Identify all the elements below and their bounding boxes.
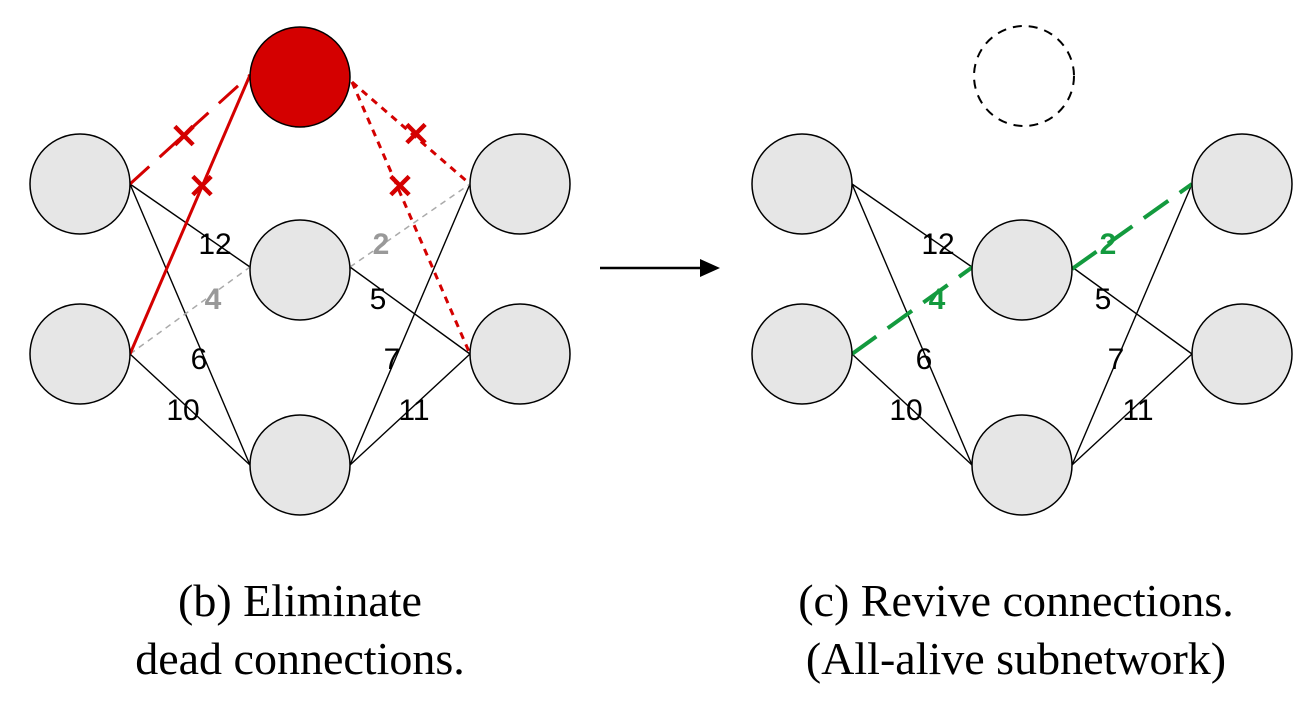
node-bottom bbox=[249, 414, 351, 516]
node-bottom bbox=[971, 414, 1073, 516]
weight-label-2-removed: 2 bbox=[373, 228, 390, 261]
edge-b-r2-bot bbox=[349, 353, 471, 466]
node-left-top bbox=[29, 133, 131, 235]
edge-b-l1-dead bbox=[128, 73, 252, 186]
cross-icon: ✕ bbox=[386, 168, 415, 206]
edge-c-m-r2 bbox=[1071, 266, 1193, 355]
caption-panel-c: (c) Revive connections. (All-alive subne… bbox=[726, 572, 1306, 688]
edge-c-l1-m bbox=[851, 183, 973, 268]
weight-label-7: 7 bbox=[1108, 343, 1125, 376]
transition-arrow bbox=[600, 259, 720, 277]
node-left-top bbox=[751, 133, 853, 235]
cross-icon: ✕ bbox=[188, 168, 217, 206]
node-right-bottom bbox=[1191, 303, 1293, 405]
node-left-bottom bbox=[29, 303, 131, 405]
caption-b-line2: dead connections. bbox=[135, 633, 465, 684]
caption-c-line2: (All-alive subnetwork) bbox=[805, 633, 1227, 684]
edge-c-r1-bot bbox=[1071, 183, 1193, 466]
weight-label-12: 12 bbox=[198, 228, 231, 261]
cross-icon: ✕ bbox=[402, 116, 431, 154]
panel-c: 12 2 5 4 6 7 10 11 bbox=[751, 25, 1293, 516]
weight-label-7: 7 bbox=[384, 343, 401, 376]
caption-panel-b: (b) Eliminate dead connections. bbox=[50, 572, 550, 688]
edge-c-l2-m-revived bbox=[850, 264, 976, 356]
dead-node bbox=[249, 26, 351, 128]
weight-label-11: 11 bbox=[1122, 394, 1153, 427]
removed-node-outline bbox=[973, 25, 1075, 127]
panel-b: ✕ ✕ ✕ ✕ 12 2 5 4 6 7 10 11 bbox=[29, 26, 571, 516]
weight-label-4-removed: 4 bbox=[205, 283, 222, 316]
weight-label-10: 10 bbox=[889, 394, 922, 427]
node-right-bottom bbox=[469, 303, 571, 405]
node-left-bottom bbox=[751, 303, 853, 405]
node-middle bbox=[249, 219, 351, 321]
edge-b-m-r1-removed bbox=[349, 183, 471, 268]
node-right-top bbox=[1191, 133, 1293, 235]
cross-icon: ✕ bbox=[170, 118, 199, 156]
weight-label-6: 6 bbox=[191, 343, 208, 376]
caption-c-line1: (c) Revive connections. bbox=[798, 575, 1234, 626]
weight-label-4-revived: 4 bbox=[929, 283, 946, 316]
edge-c-l1-bot bbox=[851, 183, 973, 466]
edge-b-r1-bot bbox=[349, 183, 471, 466]
edge-c-m-r1-revived bbox=[1070, 182, 1194, 271]
edge-b-l2-bot bbox=[129, 353, 251, 466]
diagram-svg: ✕ ✕ ✕ ✕ 12 2 5 4 6 7 10 11 bbox=[29, 25, 1293, 516]
node-middle bbox=[971, 219, 1073, 321]
edge-b-l2-m-removed bbox=[129, 266, 251, 355]
edge-b-m-r2 bbox=[349, 266, 471, 355]
weight-label-2-revived: 2 bbox=[1100, 228, 1117, 261]
weight-label-5: 5 bbox=[1095, 283, 1112, 316]
edge-b-l2-dead bbox=[128, 74, 252, 355]
edge-c-l2-bot bbox=[851, 353, 973, 466]
weight-label-5: 5 bbox=[370, 283, 387, 316]
node-right-top bbox=[469, 133, 571, 235]
edge-c-r2-bot bbox=[1071, 353, 1193, 466]
weight-label-11: 11 bbox=[398, 394, 429, 427]
edge-b-l1-m bbox=[129, 183, 251, 268]
weight-label-10: 10 bbox=[166, 394, 199, 427]
arrow-head-icon bbox=[700, 259, 720, 277]
edge-b-l1-bot bbox=[129, 183, 251, 466]
edge-b-dead-r2 bbox=[350, 81, 472, 355]
weight-label-6: 6 bbox=[916, 343, 933, 376]
weight-label-12: 12 bbox=[921, 228, 954, 261]
caption-b-line1: (b) Eliminate bbox=[178, 575, 422, 626]
